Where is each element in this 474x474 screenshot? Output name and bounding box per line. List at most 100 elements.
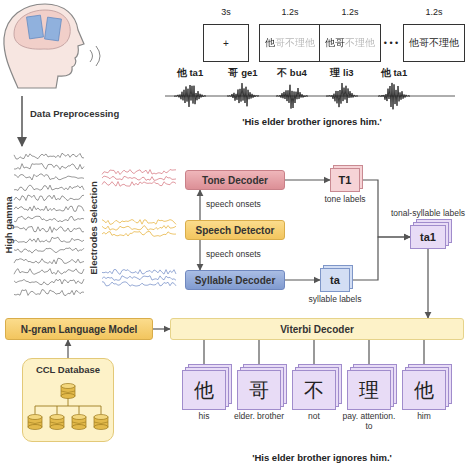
- selected-trace: [102, 232, 176, 237]
- duration-label: 1.2s: [425, 7, 442, 17]
- sentence-label: 'His elder brother ignores him.': [252, 452, 392, 463]
- syllable-label: 哥 ge1: [228, 67, 257, 80]
- gamma-trace: [14, 206, 84, 211]
- connector-arrow: [350, 237, 410, 280]
- ellipsis: • • •: [384, 38, 398, 48]
- connector-arrow: [199, 190, 200, 220]
- output-card: 理pay. attention. to: [347, 370, 391, 410]
- speech-waveform: [378, 83, 410, 109]
- speech-detector: Speech Detector: [185, 220, 285, 240]
- node-text: Viterbi Decoder: [280, 324, 354, 335]
- gamma-trace: [14, 174, 84, 180]
- node-caption: tone labels: [324, 194, 365, 204]
- gamma-trace: [14, 269, 84, 275]
- node-caption: his: [176, 412, 232, 422]
- node-text: 他哥不理他: [325, 36, 375, 50]
- gamma-trace: [14, 216, 84, 222]
- selected-trace: [102, 220, 176, 225]
- syllable-label: 他 ta1: [381, 67, 407, 80]
- duration-label: 3s: [221, 7, 231, 17]
- process-arrow: [21, 96, 23, 146]
- connector-arrow: [285, 279, 320, 280]
- connector-arrow: [313, 340, 314, 370]
- connector-arrow: [199, 240, 200, 270]
- stimulus-box: 他哥不理他: [259, 24, 321, 62]
- tone-decoder: Tone Decoder: [185, 170, 285, 190]
- axis-label: High gamma: [3, 196, 14, 253]
- node-caption: him: [396, 412, 452, 422]
- node-text: Syllable Decoder: [195, 275, 276, 286]
- connector-arrow: [67, 340, 68, 358]
- node-text: 他: [194, 377, 214, 404]
- selected-trace: [102, 176, 176, 180]
- axis-label: Electrodes Selection: [88, 181, 99, 274]
- node-text: 不: [304, 377, 324, 404]
- connector-arrow: [423, 340, 424, 370]
- database-box: CCL Database: [22, 358, 114, 442]
- speech-waveform: [174, 85, 206, 107]
- selected-trace: [102, 282, 176, 286]
- node-caption: tonal-syllable labels: [391, 208, 465, 218]
- node-text: N-gram Language Model: [21, 324, 138, 335]
- gamma-trace: [14, 227, 84, 233]
- node-caption: syllable labels: [309, 294, 362, 304]
- edge-label: speech onsets: [205, 249, 262, 259]
- syllable-label: 理 li3: [330, 67, 353, 80]
- output-card: 他him: [402, 370, 446, 410]
- output-card: 他his: [182, 370, 226, 410]
- node-text: T1: [339, 174, 352, 186]
- node-text: ta: [330, 274, 340, 286]
- gamma-trace: [14, 195, 84, 201]
- step-label: Data Preprocessing: [30, 108, 119, 119]
- selected-trace: [102, 270, 176, 275]
- gamma-trace: [14, 290, 84, 296]
- signal-traces: [14, 83, 455, 296]
- gamma-trace: [14, 185, 84, 190]
- syllable-label: 他 ta1: [177, 67, 203, 80]
- output-card: 哥elder. brother: [237, 370, 281, 410]
- viterbi-decoder: Viterbi Decoder: [170, 318, 464, 340]
- node-text: 他哥不理他: [265, 36, 315, 50]
- database-tree: [28, 384, 108, 430]
- connector-arrow: [203, 340, 204, 370]
- speech-waveform: [276, 85, 308, 109]
- node-text: +: [223, 38, 229, 49]
- duration-label: 1.2s: [341, 7, 358, 17]
- gamma-trace: [14, 153, 84, 159]
- node-text: 他哥不理他: [409, 36, 459, 50]
- selected-trace: [102, 226, 176, 231]
- node-caption: pay. attention. to: [341, 412, 397, 432]
- selected-trace: [102, 170, 176, 175]
- node-text: Tone Decoder: [202, 175, 268, 186]
- connector-arrow: [427, 249, 428, 318]
- duration-label: 1.2s: [281, 7, 298, 17]
- gamma-trace: [14, 164, 84, 170]
- selected-trace: [102, 182, 176, 187]
- syllable-label: 不 bu4: [277, 67, 307, 80]
- node-text: Speech Detector: [196, 225, 275, 236]
- selected-trace: [102, 276, 176, 281]
- connector-arrow: [258, 340, 259, 370]
- node-caption: elder. brother: [231, 412, 287, 422]
- node-text: CCL Database: [36, 364, 100, 375]
- node-text: 哥: [249, 377, 269, 404]
- label-card: tasyllable labels: [320, 268, 350, 292]
- connector-arrow: [285, 179, 330, 180]
- label-card: T1tone labels: [330, 168, 360, 192]
- stimulus-box: 他哥不理他: [319, 24, 381, 62]
- edge-label: speech onsets: [205, 199, 262, 209]
- stimulus-box: 他哥不理他: [403, 24, 465, 62]
- node-caption: not: [286, 412, 342, 422]
- node-text: 他: [414, 377, 434, 404]
- speech-waveform: [326, 83, 358, 107]
- node-text: ta1: [420, 231, 436, 243]
- node-text: 理: [359, 377, 379, 404]
- gamma-trace: [14, 248, 84, 253]
- syllable-decoder: Syllable Decoder: [185, 270, 285, 290]
- sentence-label: 'His elder brother ignores him.': [242, 116, 382, 127]
- head-illustration: [4, 4, 100, 88]
- gamma-trace: [14, 279, 84, 285]
- connector-arrow: [153, 328, 170, 329]
- waveform-baseline: [165, 96, 455, 97]
- speech-waveform: [227, 83, 259, 106]
